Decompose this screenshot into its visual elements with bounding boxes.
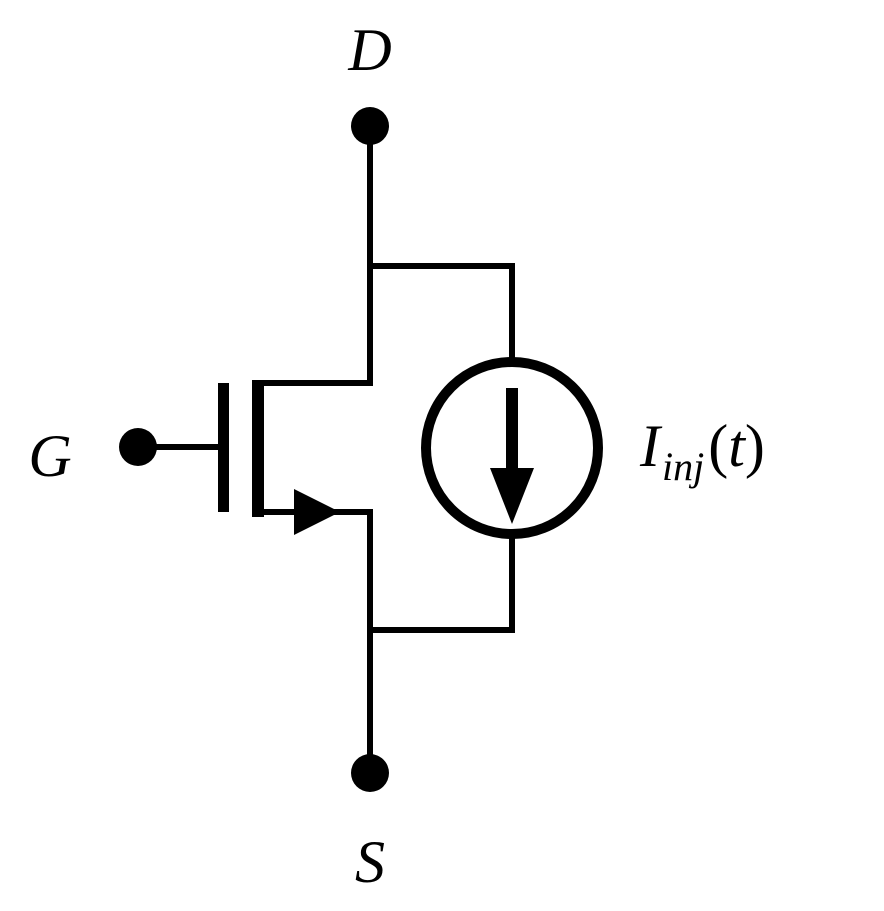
drain-wire <box>257 126 373 386</box>
source-arrow-icon <box>294 489 340 535</box>
current-source-circle <box>421 357 603 539</box>
source-terminal[interactable] <box>351 754 389 792</box>
gate-plate <box>218 383 229 512</box>
gate-terminal[interactable] <box>119 428 157 466</box>
gate-label: G <box>28 423 71 489</box>
source-label: S <box>355 829 385 895</box>
current-source-top-wire <box>370 263 515 360</box>
current-source-label: Iinj(t) <box>639 413 765 489</box>
current-source-bottom-wire <box>370 535 515 633</box>
source-wire <box>257 509 373 773</box>
drain-terminal[interactable] <box>351 107 389 145</box>
channel-plate <box>252 380 264 517</box>
drain-label: D <box>347 17 391 83</box>
current-direction-arrow-icon <box>490 388 534 524</box>
